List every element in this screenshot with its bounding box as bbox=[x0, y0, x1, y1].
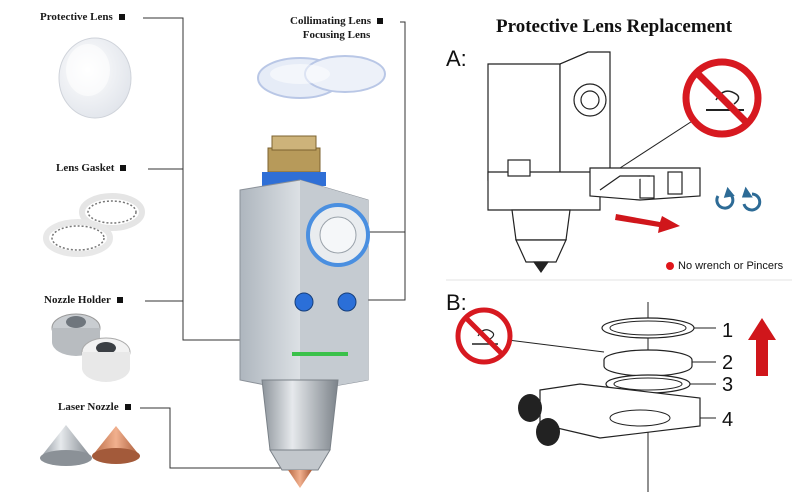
laser-head-image bbox=[239, 135, 370, 488]
red-up-arrow-icon bbox=[748, 318, 776, 376]
nozzle-holder-label: Nozzle Holder bbox=[44, 294, 123, 306]
pointer-line-b bbox=[507, 339, 605, 353]
note-no-wrench: No wrench or Pincers bbox=[666, 260, 783, 272]
page-title: Protective Lens Replacement bbox=[496, 16, 733, 37]
rotate-arrows-icon bbox=[715, 186, 762, 212]
marker-square bbox=[124, 404, 131, 411]
marker-square bbox=[118, 14, 125, 21]
part-number-1: 1 bbox=[722, 320, 734, 342]
part-number-4: 4 bbox=[722, 409, 734, 431]
pointer-line-a bbox=[619, 115, 701, 169]
laser-nozzle-label: Laser Nozzle bbox=[58, 401, 131, 413]
section-a-label: A: bbox=[446, 46, 467, 71]
section-b-drawing bbox=[518, 302, 716, 492]
nozzle-holder-image bbox=[51, 313, 131, 382]
collimating-focusing-lens-label: Collimating Lens Focusing Lens bbox=[290, 15, 383, 41]
section-a-drawing bbox=[487, 51, 701, 274]
part-number-2: 2 bbox=[722, 352, 734, 374]
marker-square bbox=[376, 18, 383, 25]
red-dot-icon bbox=[666, 262, 674, 271]
protective-lens-image bbox=[58, 37, 132, 119]
lens-gasket-label: Lens Gasket bbox=[56, 162, 127, 174]
laser-nozzle-image bbox=[40, 425, 140, 466]
lens-gasket-image bbox=[43, 193, 145, 257]
protective-lens-label: Protective Lens bbox=[40, 11, 125, 23]
collimating-focusing-lens-image bbox=[257, 55, 386, 99]
part-number-3: 3 bbox=[722, 374, 734, 396]
red-arrow-icon bbox=[615, 214, 680, 233]
no-tool-prohibition-icon-a bbox=[682, 58, 762, 138]
no-tool-prohibition-icon-b bbox=[455, 307, 513, 365]
marker-square bbox=[116, 297, 123, 304]
marker-square bbox=[120, 165, 127, 172]
section-b-label: B: bbox=[446, 290, 467, 315]
